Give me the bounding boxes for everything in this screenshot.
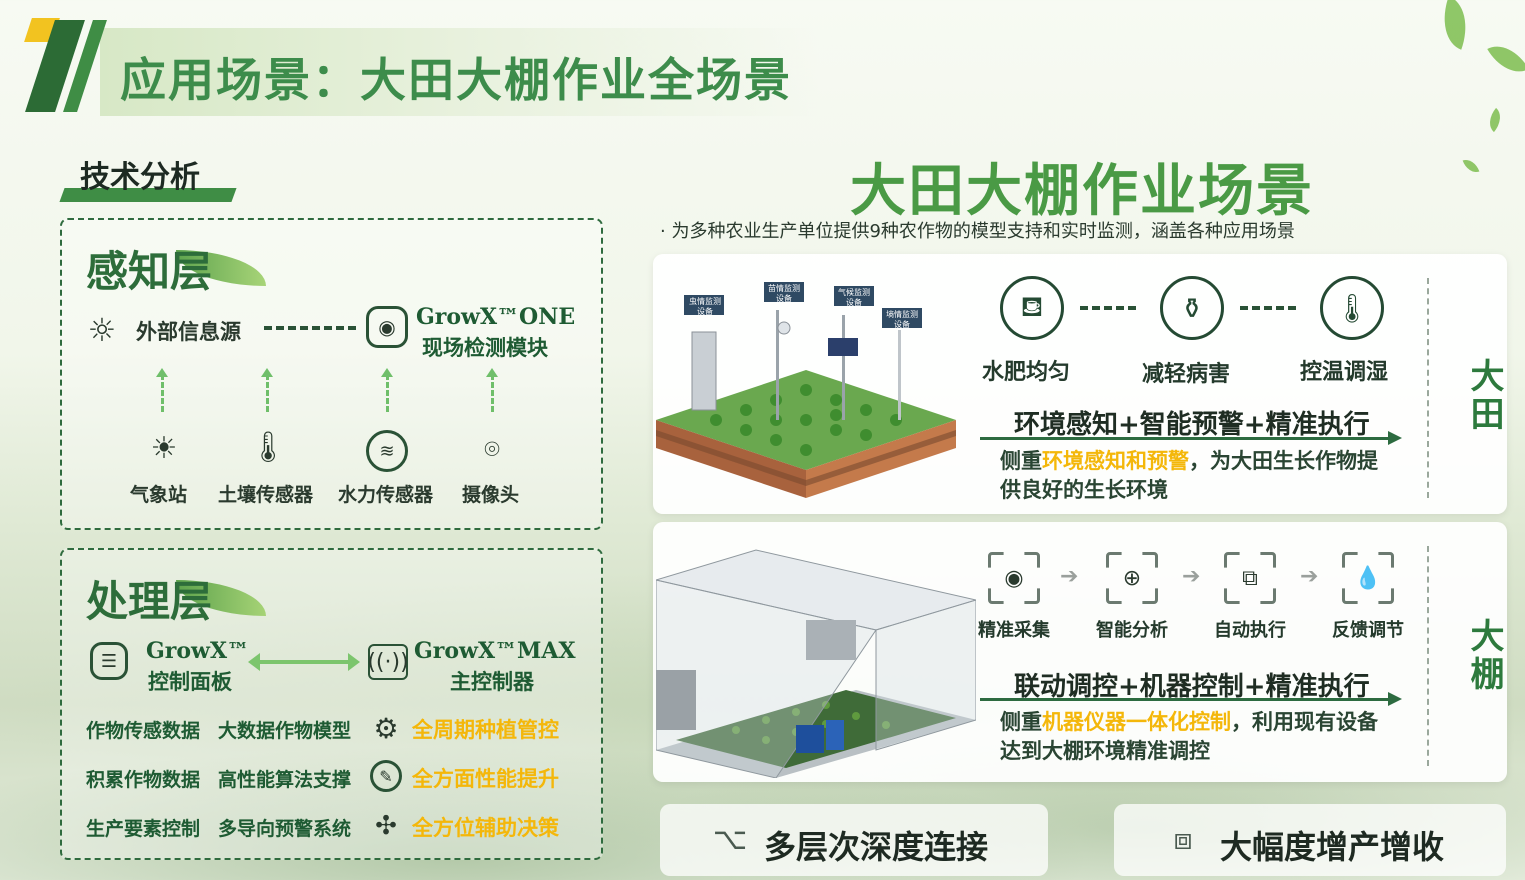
page-title: 应用场景：大田大棚作业全场景	[120, 53, 792, 107]
sensor-label: 水力传感器	[338, 484, 434, 506]
processing-item: 多导向预警系统	[218, 818, 352, 840]
network-icon: ✣	[375, 811, 397, 841]
greenhouse-step-label: 智能分析	[1096, 620, 1168, 641]
growx-panel-sublabel: 控制面板	[148, 669, 232, 694]
desc-text: ，利用现有设备达到大棚环境精准调控	[1000, 709, 1378, 763]
device-tag: 气候监测设备	[838, 288, 870, 307]
processing-highlight: 全周期种植管控	[412, 717, 559, 742]
controller-signal-icon: ((·))	[367, 644, 409, 680]
greenhouse-slogan: 联动调控+机器控制+精准执行	[1014, 672, 1370, 702]
fertilizer-icon: ⛾	[1000, 276, 1064, 340]
desc-highlight: 机器仪器一体化控制	[1042, 709, 1231, 734]
sensor-label: 摄像头	[462, 484, 520, 506]
eye-scan-icon: ◉	[988, 552, 1040, 604]
thermometer-icon: 🌡	[1320, 276, 1384, 340]
field-illustration	[656, 282, 956, 498]
up-arrow-icon	[261, 368, 273, 412]
greenhouse-step-label: 自动执行	[1214, 620, 1286, 641]
connection-pill	[660, 804, 1048, 876]
greenhouse-step-label: 精准采集	[978, 620, 1050, 641]
processing-item: 高性能算法支撑	[218, 769, 352, 791]
sensor-label: 气象站	[130, 484, 188, 506]
scene-title: 大田大棚作业场景	[850, 158, 1314, 224]
connector-line	[1080, 306, 1140, 310]
growx-one-sublabel: 现场检测模块	[422, 335, 548, 360]
field-side-label: 大田	[1464, 358, 1504, 434]
desc-highlight: 环境感知和预警	[1042, 448, 1189, 473]
perception-layer-title: 感知层	[86, 247, 213, 296]
leaf-decor-icon	[1483, 107, 1507, 133]
connector-line	[264, 326, 358, 330]
brain-icon: ✎	[370, 760, 402, 792]
desc-text: 侧重	[1000, 448, 1042, 473]
leaf-decor-icon	[1487, 36, 1525, 82]
arrow-icon	[980, 692, 1402, 706]
sensor-label: 土壤传感器	[218, 484, 314, 506]
field-feature-label: 水肥均匀	[982, 359, 1071, 385]
leaf-decor-icon	[1433, 0, 1477, 50]
processing-layer-title: 处理层	[86, 577, 213, 626]
divider	[1427, 546, 1429, 766]
growx-max-sublabel: 主控制器	[450, 669, 534, 694]
divider	[1427, 278, 1429, 498]
field-description: 侧重环境感知和预警，为大田生长作物提供良好的生长环境	[1000, 446, 1390, 504]
arrow-right-icon: ➔	[1060, 564, 1079, 589]
growx-max-label: GrowX™MAX	[414, 638, 576, 664]
weather-station-icon: ☀	[150, 430, 178, 466]
camera-icon: ⌾	[484, 434, 500, 465]
pesticide-bottle-icon: ⚱	[1160, 276, 1224, 340]
desc-text: 侧重	[1000, 709, 1042, 734]
perception-layer-box	[60, 218, 603, 530]
processing-item: 作物传感数据	[86, 720, 201, 742]
water-drop-icon: 💧	[1342, 552, 1394, 604]
field-feature-label: 减轻病害	[1142, 361, 1231, 387]
field-slogan: 环境感知+智能预警+精准执行	[1014, 410, 1370, 440]
greenhouse-side-label: 大棚	[1464, 618, 1504, 694]
automation-icon: ⧉	[1224, 552, 1276, 604]
growx-one-label: GrowX™ONE	[416, 304, 576, 330]
connector-line	[1240, 306, 1300, 310]
sun-icon: ☼	[87, 311, 117, 349]
external-source-label: 外部信息源	[136, 319, 241, 344]
arrow-icon	[980, 431, 1402, 445]
up-arrow-icon	[486, 368, 498, 412]
growx-panel-label: GrowX™	[146, 638, 250, 664]
greenhouse-description: 侧重机器仪器一体化控制，利用现有设备达到大棚环境精准调控	[1000, 707, 1390, 765]
processing-highlight: 全方面性能提升	[412, 766, 559, 791]
tech-analysis-title: 技术分析	[80, 160, 200, 195]
arrow-right-icon: ➔	[1182, 564, 1201, 589]
target-scan-icon: ⊕	[1106, 552, 1158, 604]
yield-pill	[1114, 804, 1506, 876]
gear-icon: ⚙	[373, 711, 399, 745]
connection-text: 多层次深度连接	[764, 828, 989, 866]
arrow-right-icon: ➔	[1300, 564, 1319, 589]
processing-highlight: 全方位辅助决策	[412, 815, 559, 840]
greenhouse-illustration	[656, 549, 976, 778]
bidirectional-arrow-icon	[248, 653, 360, 671]
title-banner	[100, 28, 820, 116]
control-panel-icon: ☰	[90, 642, 128, 680]
greenhouse-step-label: 反馈调节	[1332, 620, 1404, 641]
desc-text: ，为大田生长作物提供良好的生长环境	[1000, 448, 1378, 502]
hierarchy-icon: ⌥	[712, 821, 748, 857]
module-device-icon: ◉	[366, 306, 408, 348]
leaf-decor-icon	[1462, 156, 1480, 176]
field-feature-label: 控温调湿	[1300, 359, 1389, 385]
water-sensor-icon: ≋	[366, 430, 408, 472]
scene-subtitle: · 为多种农业生产单位提供9种农作物的模型支持和实时监测，涵盖各种应用场景	[660, 221, 1295, 242]
up-arrow-icon	[381, 368, 393, 412]
soil-sensor-icon: 🌡	[248, 429, 288, 465]
yield-text: 大幅度增产增收	[1220, 828, 1445, 866]
boxes-check-icon: ⧈	[1173, 821, 1193, 857]
device-tag: 虫情监测设备	[689, 297, 721, 316]
device-tag: 苗情监测设备	[768, 284, 800, 303]
processing-item: 积累作物数据	[86, 769, 201, 791]
processing-item: 大数据作物模型	[218, 720, 352, 742]
up-arrow-icon	[156, 368, 168, 412]
processing-item: 生产要素控制	[86, 818, 201, 840]
device-tag: 墒情监测设备	[886, 310, 918, 329]
processing-layer-box	[60, 548, 603, 860]
